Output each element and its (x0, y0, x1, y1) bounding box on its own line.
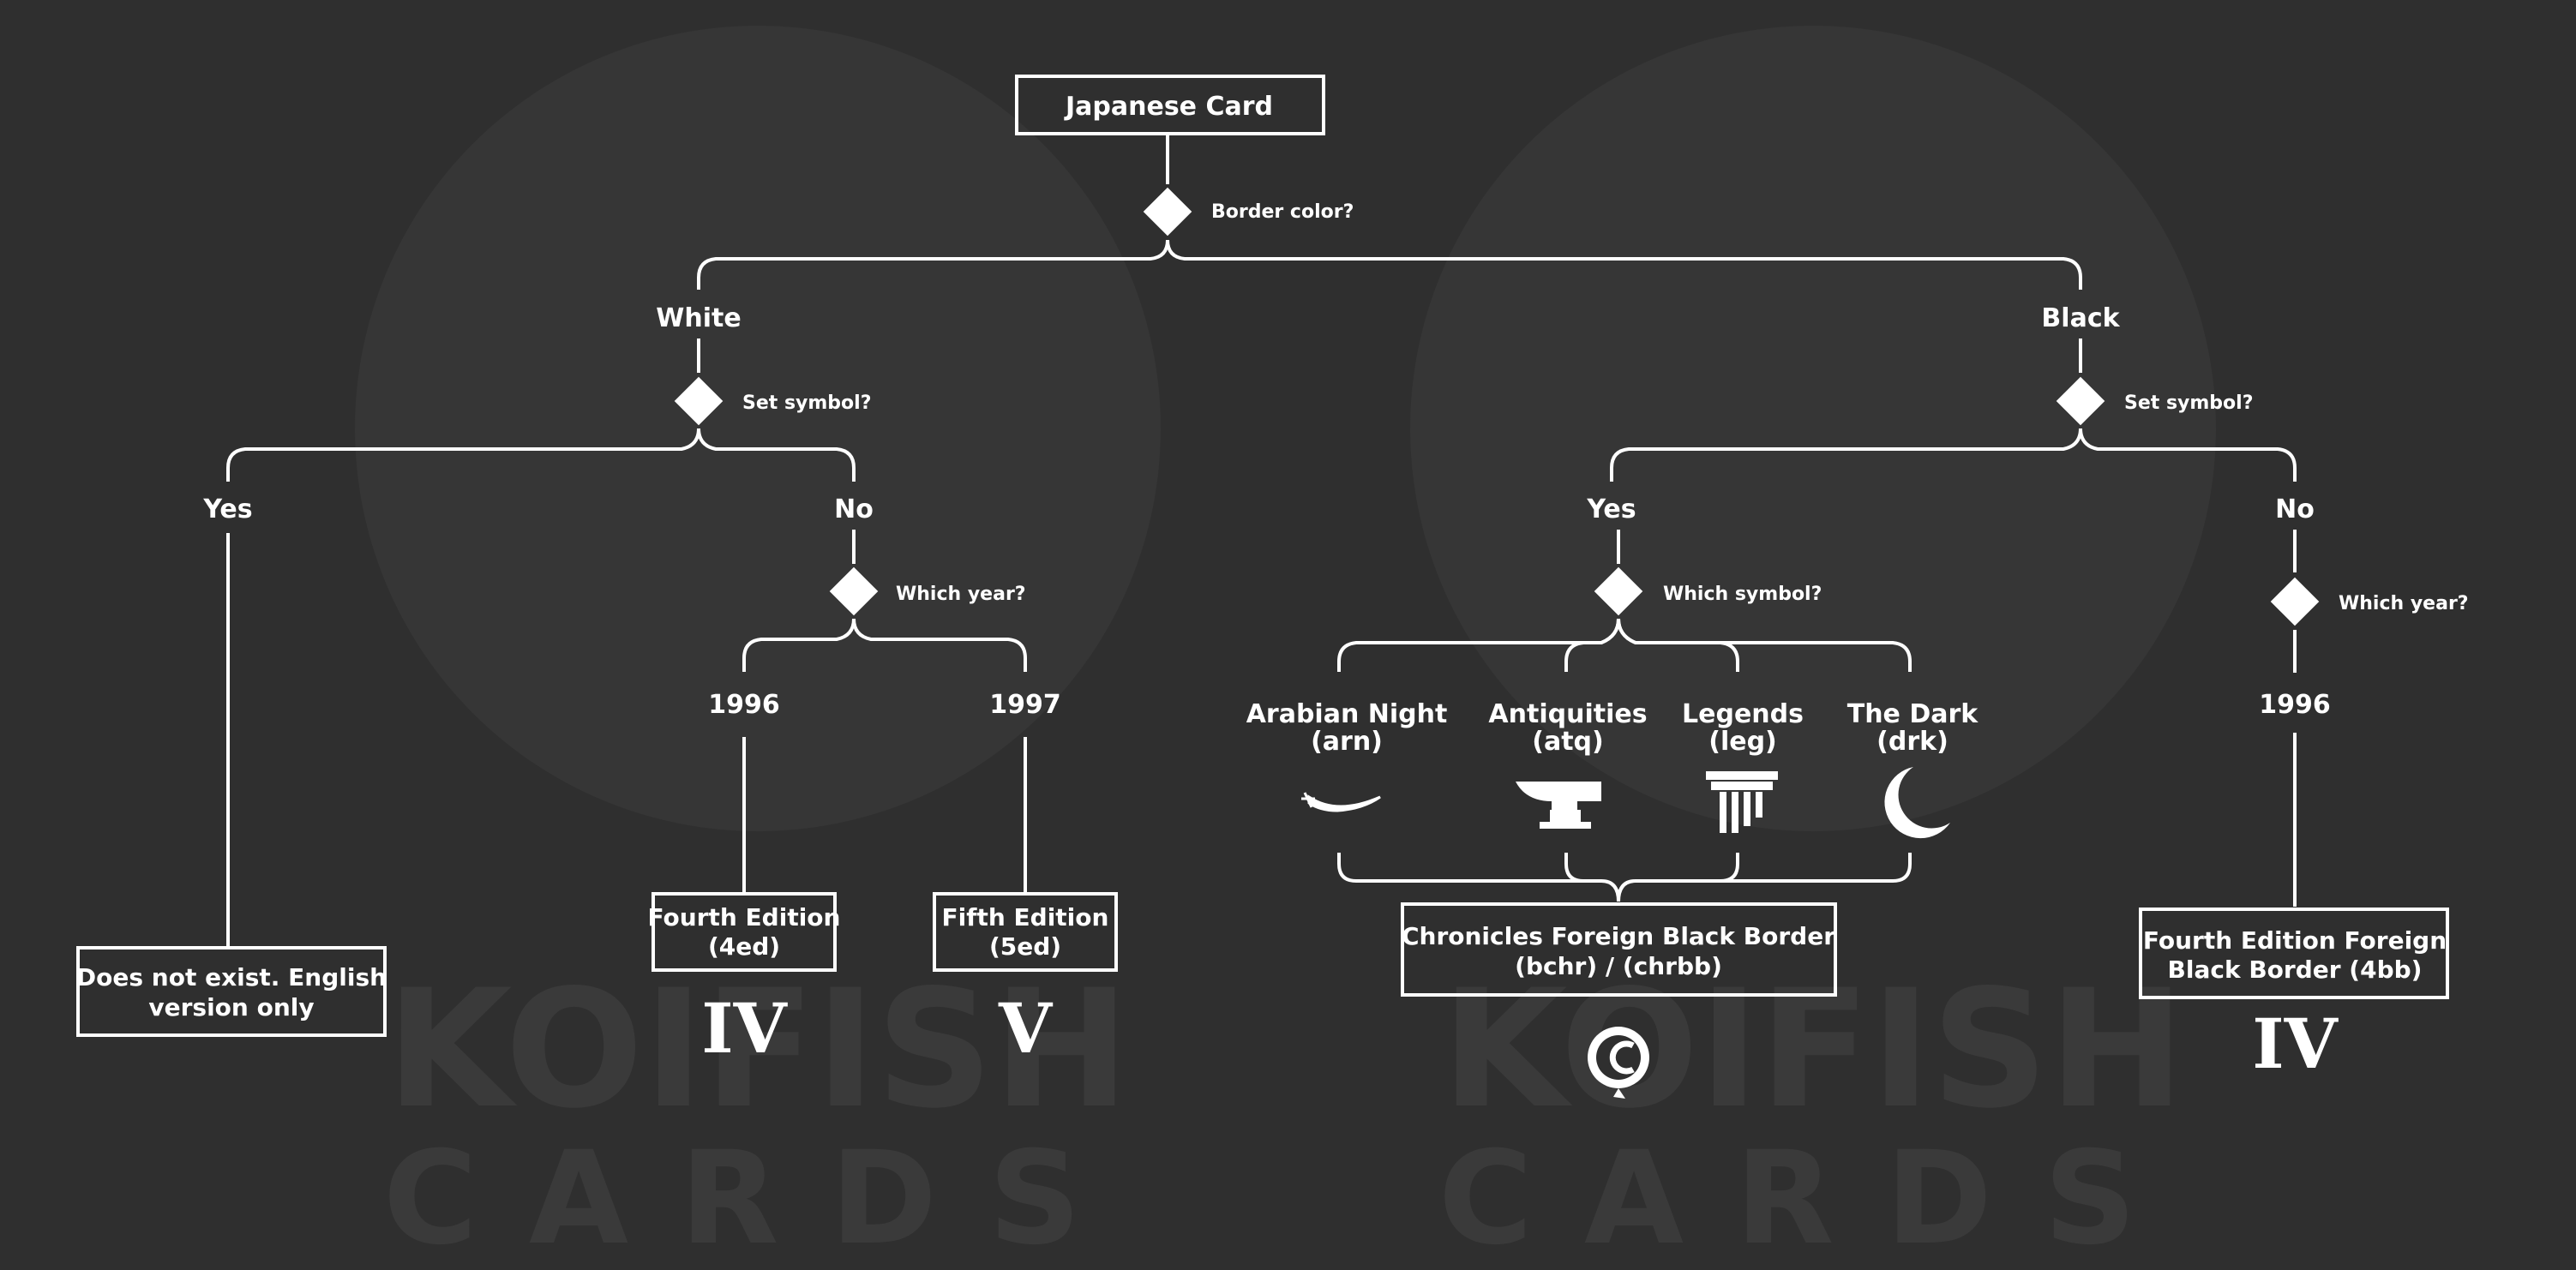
black-label: Black (2041, 303, 2120, 333)
connector-1996 (742, 618, 856, 672)
black-question: Set symbol? (2124, 392, 2253, 414)
anvil-icon (1516, 782, 1601, 829)
connector-black-yes (1610, 428, 2082, 482)
root-question: Border color? (1211, 201, 1354, 223)
result-5ed-line2: (5ed) (989, 932, 1061, 961)
white-question: Set symbol? (742, 392, 871, 414)
connector-white-yes (226, 428, 700, 482)
symbol-drk-code: (drk) (1876, 727, 1949, 757)
result-4bb-line2: Black Border (4bb) (2168, 955, 2423, 984)
watermark-brand-right: KOIFISH (1441, 955, 2184, 1144)
root-box (1015, 75, 1325, 135)
result-chronicles-line1: Chronicles Foreign Black Border (1402, 922, 1835, 950)
connector-leg-result (1720, 853, 1739, 883)
black-yes-label: Yes (1586, 494, 1636, 524)
symbol-atq-code: (atq) (1532, 727, 1603, 757)
connector-arn-result (1337, 853, 1620, 902)
root-label: Japanese Card (1064, 92, 1273, 122)
white-no-label: No (834, 494, 874, 524)
connectors (226, 134, 2297, 947)
symbol-arn-code: (arn) (1311, 727, 1383, 757)
watermark-sub-right: CARDS (1438, 1124, 2188, 1270)
watermark-sub-left: CARDS (383, 1124, 1132, 1270)
symbol-arn-name: Arabian Night (1246, 699, 1448, 729)
connector-drk-result (1617, 853, 1912, 902)
result-4ed-line1: Fourth Edition (648, 903, 841, 932)
connector-root-black (1166, 239, 2082, 290)
result-4bb-box (2139, 908, 2449, 999)
decision-diamond-which-symbol (1594, 566, 1643, 616)
fourth-edition-icon: IV (701, 988, 788, 1069)
black-no-question: Which year? (2339, 593, 2469, 614)
result-chronicles-box (1401, 902, 1837, 997)
watermark-koi-circle-left (355, 26, 1161, 831)
result-no-exist-line2: version only (148, 993, 314, 1021)
column-icon (1706, 771, 1778, 833)
crescent-moon-icon (1884, 767, 1950, 839)
watermark-koi-circle-right (1410, 26, 2216, 831)
symbol-drk-name: The Dark (1847, 699, 1979, 729)
connector-1997 (852, 618, 1027, 672)
decision-diamond-white-year (829, 566, 879, 616)
scimitar-icon (1301, 792, 1381, 812)
symbol-leg-name: Legends (1682, 699, 1804, 729)
black-no-year-label: 1996 (2259, 690, 2331, 720)
decision-diamond-border (1143, 187, 1192, 237)
result-4ed-line2: (4ed) (708, 932, 780, 961)
result-4ed-box (652, 892, 837, 972)
decision-diamond-black-symbol (2056, 376, 2105, 426)
chronicles-symbol-icon (1588, 1027, 1649, 1099)
result-4bb-line1: Fourth Edition Foreign (2143, 926, 2447, 955)
result-5ed-line1: Fifth Edition (942, 903, 1109, 932)
white-label: White (656, 303, 741, 333)
black-yes-question: Which symbol? (1663, 584, 1822, 605)
connector-root-white (697, 239, 1169, 290)
symbol-leg-code: (leg) (1708, 727, 1777, 757)
year-1996-label: 1996 (708, 690, 780, 720)
symbol-atq-name: Antiquities (1488, 699, 1647, 729)
connector-white-no (697, 428, 856, 482)
black-no-label: No (2275, 494, 2315, 524)
fourth-edition-foreign-icon: IV (2252, 1003, 2339, 1084)
decision-diamond-black-year (2270, 577, 2320, 626)
connector-atq-result (1564, 853, 1584, 883)
watermark-brand-left: KOIFISH (386, 955, 1129, 1144)
result-no-exist-box (76, 946, 387, 1037)
result-chronicles-line2: (bchr) / (chrbb) (1515, 952, 1722, 980)
white-no-question: Which year? (896, 584, 1026, 605)
white-yes-label: Yes (202, 494, 252, 524)
result-5ed-box (933, 892, 1118, 972)
connector-black-no (2079, 428, 2297, 482)
result-no-exist-line1: Does not exist. English (76, 963, 387, 991)
year-1997-label: 1997 (989, 690, 1061, 720)
fifth-edition-icon: V (998, 988, 1054, 1069)
connector-atq (1564, 618, 1620, 672)
watermark: KOIFISH CARDS KOIFISH CARDS (355, 26, 2216, 1270)
connector-drk (1617, 618, 1912, 672)
